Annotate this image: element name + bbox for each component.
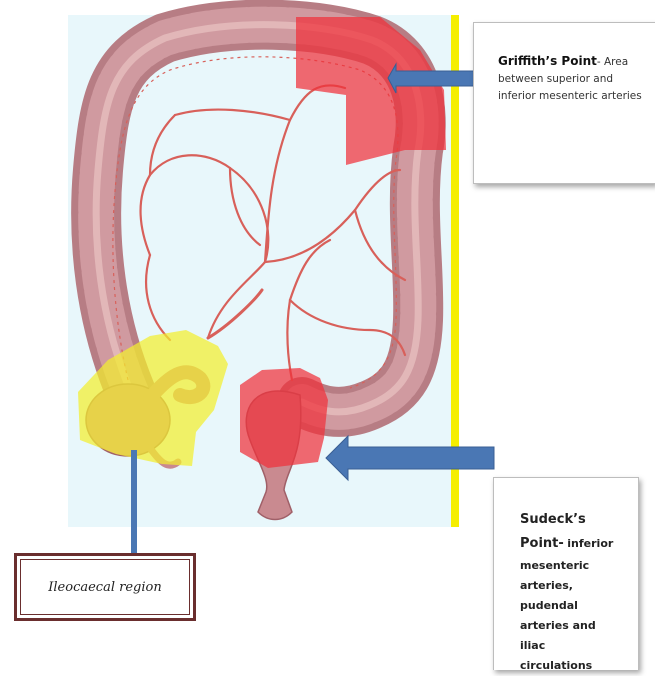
griffiths-point-desc: inferior mesenteric arteries <box>498 90 642 102</box>
ileocaecal-region-text: Ileocaecal region <box>48 580 161 595</box>
sudecks-point-desc: inferior <box>567 537 613 550</box>
griffiths-point-label: Griffith’s Point- Area between superior … <box>473 22 655 184</box>
ileocaecal-connector <box>131 450 137 554</box>
griffiths-point-desc: - Area <box>597 56 628 68</box>
sudecks-point-desc: circulations <box>520 656 632 676</box>
griffiths-point-title: Griffith’s Point <box>498 54 597 68</box>
sudecks-point-title: Point- <box>520 536 564 551</box>
ileocaecal-region-label: Ileocaecal region <box>14 553 196 621</box>
sudecks-point-desc: iliac <box>520 636 632 656</box>
sudecks-point-label: Sudeck’s Point- inferior mesenteric arte… <box>493 477 639 670</box>
sudecks-point-desc: arteries, <box>520 576 632 596</box>
sudecks-point-region <box>240 368 328 468</box>
sudecks-point-desc: pudendal <box>520 596 632 616</box>
sudecks-point-title: Sudeck’s <box>520 508 632 532</box>
ileocaecal-label-frame: Ileocaecal region <box>20 559 190 615</box>
sudecks-point-desc: arteries and <box>520 616 632 636</box>
griffiths-point-desc: between superior and <box>498 73 613 85</box>
sudecks-point-desc: mesenteric <box>520 556 632 576</box>
